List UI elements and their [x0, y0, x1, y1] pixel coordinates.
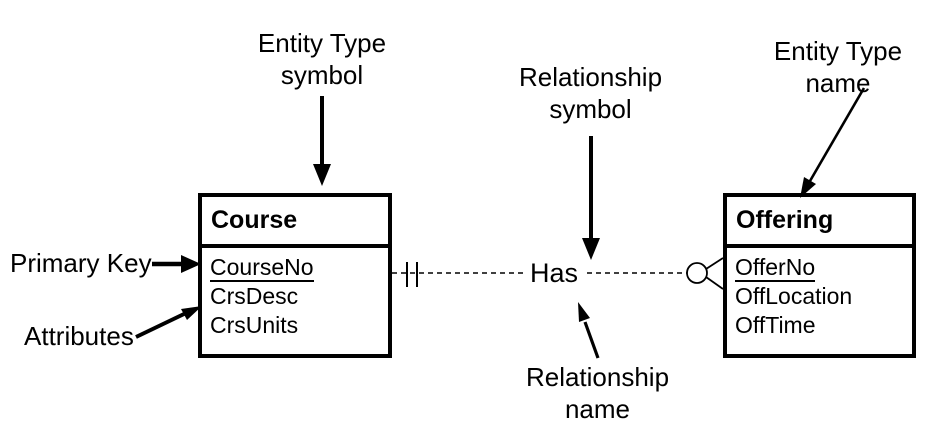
- annotation-primary-key: Primary Key: [10, 247, 152, 279]
- annotation-line: name: [564, 394, 631, 424]
- cardinality-one-double-tick-icon: [406, 262, 418, 287]
- attribute-offerno: OfferNo: [735, 253, 912, 282]
- relationship-symbol-arrow-icon: [582, 136, 600, 260]
- annotation-line: Primary Key: [10, 248, 152, 278]
- annotation-line: Attributes: [24, 321, 134, 351]
- entity-course-title: Course: [211, 206, 298, 234]
- attribute-courseno: CourseNo: [210, 253, 388, 282]
- primary-key-underlined-text: CourseNo: [210, 254, 314, 282]
- annotation-relationship-symbol: Relationship symbol: [503, 61, 678, 125]
- annotation-line: Entity Type: [257, 28, 387, 58]
- entity-course-box: Course CourseNo CrsDesc CrsUnits: [198, 193, 392, 358]
- annotation-entity-type-symbol: Entity Type symbol: [240, 27, 404, 91]
- attributes-arrow-icon: [135, 306, 202, 339]
- annotation-line: Relationship: [518, 62, 663, 92]
- attribute-crsdesc: CrsDesc: [210, 283, 299, 309]
- attribute-crsunits: CrsUnits: [210, 312, 299, 338]
- entity-type-name-arrow-icon: [800, 87, 866, 198]
- relationship-name-text: Has: [530, 258, 579, 288]
- entity-offering-box: Offering OfferNo OffLocation OffTime: [723, 193, 916, 358]
- annotation-line: Relationship: [525, 362, 670, 392]
- annotation-attributes: Attributes: [24, 320, 134, 352]
- attribute-offtime: OffTime: [735, 312, 816, 338]
- annotation-line: symbol: [280, 60, 364, 90]
- primary-key-underlined-text: OfferNo: [735, 254, 816, 282]
- annotation-relationship-name: Relationship name: [510, 361, 685, 425]
- relationship-name-arrow-icon: [578, 302, 600, 359]
- entity-offering-title: Offering: [736, 206, 834, 234]
- annotation-line: name: [805, 68, 871, 98]
- annotation-entity-type-name: Entity Type name: [758, 35, 918, 99]
- entity-offering-header: Offering: [727, 197, 912, 248]
- entity-type-symbol-arrow-icon: [313, 96, 331, 186]
- entity-offering-attributes: OfferNo OffLocation OffTime: [727, 248, 912, 340]
- entity-course-header: Course: [202, 197, 388, 248]
- cardinality-zero-or-many-crowfoot-icon: [686, 257, 724, 290]
- annotation-line: symbol: [549, 94, 632, 124]
- attribute-offlocation: OffLocation: [735, 283, 853, 309]
- annotation-line: Entity Type: [773, 36, 903, 66]
- primary-key-arrow-icon: [152, 255, 201, 273]
- entity-course-attributes: CourseNo CrsDesc CrsUnits: [202, 248, 388, 340]
